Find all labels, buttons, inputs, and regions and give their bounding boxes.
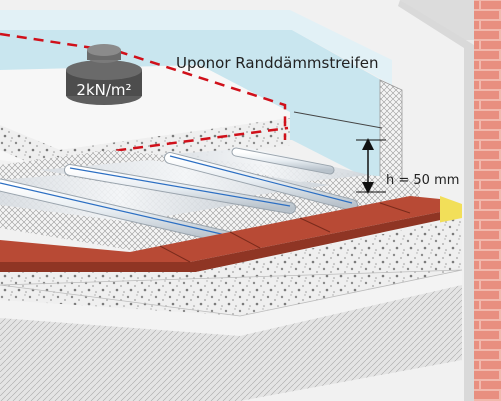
load-weight: 2kN/m² — [66, 44, 142, 105]
brick-wall — [474, 0, 501, 401]
height-dimension: h = 50 mm — [356, 138, 459, 194]
heating-pipe-2 — [64, 164, 296, 214]
strip-leader-line — [293, 111, 383, 129]
heating-pipe-4 — [231, 147, 335, 175]
heating-pipe-1 — [0, 178, 237, 245]
heating-pipes — [0, 147, 358, 245]
load-label: 2kN/m² — [76, 81, 131, 99]
strip-label: Uponor Randdämmstreifen — [176, 54, 379, 72]
substrate-layers — [0, 218, 463, 401]
floor-tiles — [0, 196, 450, 272]
heating-pipe-3 — [164, 152, 358, 211]
height-label: h = 50 mm — [386, 173, 459, 188]
